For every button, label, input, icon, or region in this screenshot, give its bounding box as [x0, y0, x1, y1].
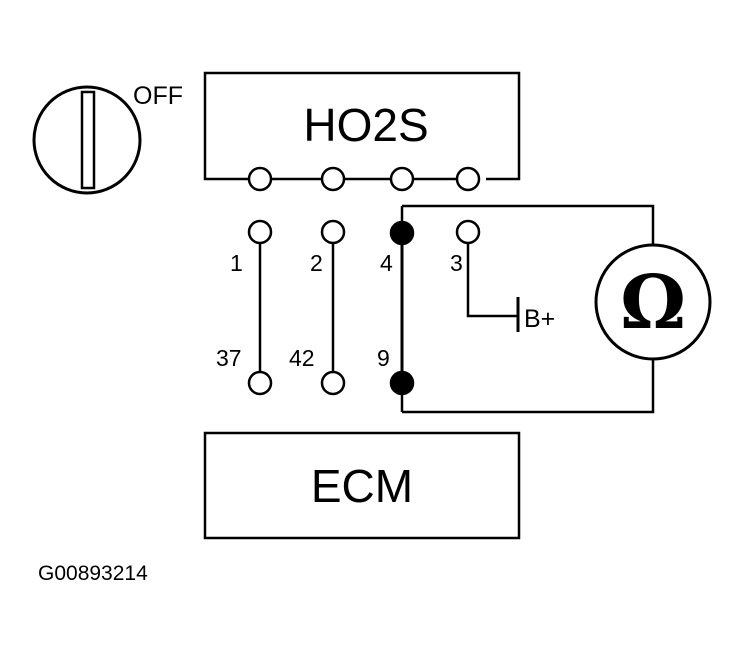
pin-4-label: 4: [380, 250, 393, 276]
harness-wires: [258, 235, 520, 383]
ohm-icon: Ω: [620, 260, 686, 346]
pin-2-label: 2: [310, 250, 323, 276]
lower-pins: [247, 370, 415, 396]
pin-9-label: 9: [377, 345, 390, 371]
pin-37-label: 37: [216, 345, 242, 371]
ohmmeter-lead-top: [402, 204, 655, 246]
pin-1-label: 1: [230, 250, 243, 276]
ohmmeter: Ω: [400, 204, 712, 414]
ho2s-sensor: HO2S: [203, 71, 521, 192]
ho2s-terminal-2: [320, 166, 346, 192]
ho2s-terminal-4: [389, 166, 415, 192]
pin-1: [247, 219, 273, 245]
ignition-switch-key-slot: [80, 90, 96, 190]
battery-label: B+: [524, 305, 555, 333]
ignition-switch: OFF: [32, 82, 183, 195]
ecm-module: ECM: [203, 431, 521, 540]
pin-9: [389, 370, 415, 396]
pin-3-label: 3: [450, 250, 463, 276]
pin-37: [247, 370, 273, 396]
figure-id: G00893214: [38, 562, 148, 585]
ho2s-terminal-1: [247, 166, 273, 192]
upper-pins: [247, 219, 481, 246]
ohmmeter-lead-bottom: [402, 360, 655, 414]
pin-4: [389, 220, 415, 246]
ohmmeter-body: [594, 243, 712, 361]
wire-3-battery: [466, 243, 518, 318]
pin-3: [455, 219, 481, 245]
ho2s-label: HO2S: [303, 99, 428, 151]
pin-2: [320, 219, 346, 245]
pin-42-label: 42: [289, 345, 315, 371]
ecm-label: ECM: [311, 460, 413, 512]
ho2s-terminal-3: [455, 166, 481, 192]
ecm-box-outline: [203, 431, 521, 540]
ignition-switch-off-label: OFF: [133, 82, 183, 110]
pin-labels: 1 2 4 3 37 42 9: [216, 250, 463, 371]
ho2s-box-outline: [203, 71, 521, 181]
pin-42: [320, 370, 346, 396]
